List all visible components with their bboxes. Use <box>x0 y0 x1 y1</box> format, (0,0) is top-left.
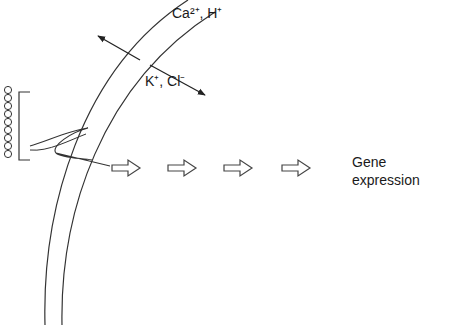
ion-label: Ca²⁺, H⁺ <box>172 4 222 22</box>
ion-label: K⁺, Cl⁻ <box>145 72 185 90</box>
bracket <box>19 92 30 160</box>
signal-arrows <box>112 160 310 176</box>
ligand-chain <box>4 86 11 157</box>
membrane-inner <box>62 12 215 325</box>
output-label: Gene expression <box>352 153 436 189</box>
receptor-loop <box>30 134 86 150</box>
membrane-outer <box>45 0 188 325</box>
receptor-protein <box>30 128 110 166</box>
efflux-arrow <box>98 36 140 60</box>
